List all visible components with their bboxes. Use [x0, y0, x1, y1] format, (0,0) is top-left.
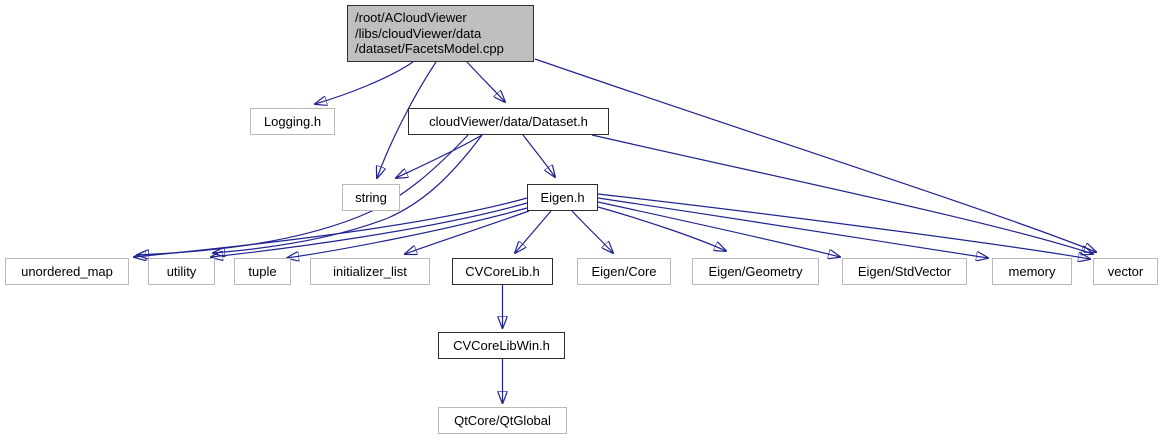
node-eigen-geometry: Eigen/Geometry [692, 258, 819, 285]
node-label: vector [1107, 264, 1144, 279]
node-label: utility [166, 264, 197, 279]
node-label: unordered_map [21, 264, 113, 279]
node-label: cloudViewer/data/Dataset.h [429, 114, 588, 129]
edge-root-to-vector [534, 58, 1096, 252]
node-label: QtCore/QtGlobal [454, 413, 551, 428]
edge-eigen-to-eigen-stdvector [597, 201, 840, 257]
node-label: Eigen/StdVector [857, 264, 952, 279]
edge-root-to-string [377, 61, 437, 178]
node-label: tuple [248, 264, 277, 279]
node-facetsmodel-cpp: /root/ACloudViewer /libs/cloudViewer/dat… [347, 5, 534, 62]
node-unordered-map: unordered_map [5, 258, 129, 285]
edge-eigen-to-tuple [287, 207, 528, 258]
node-label: Eigen/Core [591, 264, 657, 279]
node-eigen-h[interactable]: Eigen.h [527, 184, 598, 211]
node-logging-h: Logging.h [250, 108, 335, 135]
edge-eigen-to-memory [597, 197, 988, 258]
node-label: string [355, 190, 387, 205]
node-qtcore-qtglobal: QtCore/QtGlobal [438, 407, 567, 434]
edge-root-to-dataset [466, 61, 505, 102]
node-initializer-list: initializer_list [310, 258, 430, 285]
node-memory: memory [992, 258, 1072, 285]
node-cvcorelibwin-h[interactable]: CVCoreLibWin.h [438, 332, 565, 359]
node-label: /root/ACloudViewer /libs/cloudViewer/dat… [355, 10, 504, 57]
node-label: Eigen/Geometry [708, 264, 803, 279]
edge-dataset-to-eigen [522, 134, 555, 177]
edge-eigen-to-cvcorelib [515, 210, 552, 253]
node-label: Eigen.h [540, 190, 585, 205]
node-tuple: tuple [234, 258, 291, 285]
node-label: CVCoreLibWin.h [453, 338, 550, 353]
node-label: Logging.h [263, 114, 322, 129]
edge-dataset-to-string [396, 134, 483, 178]
node-utility: utility [148, 258, 215, 285]
node-dataset-h[interactable]: cloudViewer/data/Dataset.h [408, 108, 609, 135]
node-cvcorelib-h[interactable]: CVCoreLib.h [452, 258, 553, 285]
edge-eigen-to-vector [597, 193, 1090, 259]
node-label: CVCoreLib.h [465, 264, 540, 279]
edge-eigen-to-unordered-map [134, 197, 528, 257]
edge-root-to-logging [315, 61, 414, 104]
node-vector: vector [1093, 258, 1158, 285]
edge-dataset-to-utility [213, 134, 483, 253]
node-eigen-core: Eigen/Core [577, 258, 671, 285]
edge-eigen-to-initializer-list [405, 210, 530, 254]
edge-dataset-to-unordered-map [137, 134, 469, 255]
node-label: memory [1008, 264, 1056, 279]
edge-eigen-to-utility [211, 202, 528, 257]
edge-eigen-to-eigen-geometry [597, 206, 726, 251]
edge-eigen-to-eigen-core [571, 210, 613, 253]
node-label: initializer_list [333, 264, 407, 279]
node-eigen-stdvector: Eigen/StdVector [842, 258, 967, 285]
edge-dataset-to-vector [591, 134, 1093, 254]
node-string: string [342, 184, 400, 211]
